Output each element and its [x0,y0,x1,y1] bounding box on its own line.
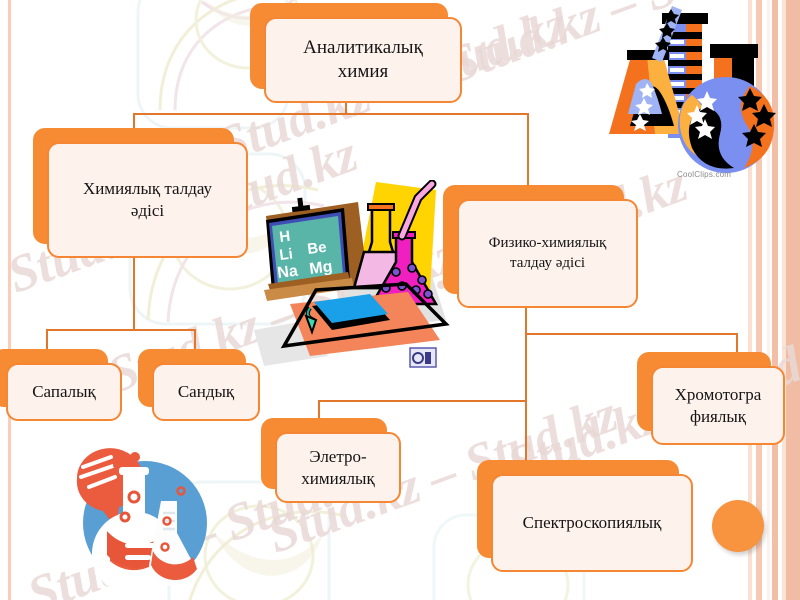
left-margin-rule [8,0,11,600]
node-label-line: Сандық [177,382,235,402]
node-label-line: Физико-химиялық [488,235,607,252]
connector-to-chroma-bus [525,333,738,335]
connector-to-electro [318,400,320,418]
node-electrochemical[interactable]: Элетро- химиялық [261,418,401,503]
svg-text:Na: Na [276,263,298,282]
node-label-line: фиялық [689,406,747,426]
node-label: Физико-химиялық талдау әдісі [457,199,638,308]
connector-to-electro-bus [318,400,527,402]
svg-text:Li: Li [278,245,293,263]
connector-to-quant [194,329,196,349]
svg-text:Mg: Mg [308,258,333,278]
node-label-line: әдісі [130,201,165,220]
connector-root-stem [345,100,347,114]
node-label: Хромотогра фиялық [651,366,785,445]
node-label-line: Спектроскопиялық [522,513,662,533]
node-label-line: Сапалық [32,382,96,402]
connector-root-bus [133,113,529,115]
node-label: Сандық [152,363,260,421]
node-label: Химиялық талдау әдісі [47,142,248,258]
svg-text:Be: Be [306,239,327,258]
connector-physchem-stem [525,308,527,468]
connector-to-chroma [736,333,738,355]
flask-flat-icon-clipart [76,448,207,590]
svg-text:H: H [278,228,291,246]
connector-to-physchem [527,113,529,208]
coolclips-credit: CoolClips.com [677,170,732,179]
lab-glassware-clipart [609,6,776,173]
connector-chem-stem [133,258,135,330]
node-qualitative[interactable]: Сапалық [0,349,122,421]
chemistry-desk-clipart: H Li Be Na Mg [254,180,450,368]
node-label: Элетро- химиялық [275,432,401,503]
node-label-line: химия [337,61,389,82]
node-root[interactable]: Аналитикалық химия [250,3,462,103]
right-edge-stripes [740,0,800,600]
node-label-line: химиялық [301,468,375,488]
node-chemical-analysis[interactable]: Химиялық талдау әдісі [33,128,248,258]
background-swirl-bottom-left [167,480,346,600]
node-label-line: Химиялық талдау [82,179,213,199]
connector-chem-bus [46,329,196,331]
node-label-line: Элетро- [309,446,367,466]
node-label: Спектроскопиялық [491,474,693,572]
node-label-line: Хромотогра [674,384,762,404]
node-physico-chemical-analysis[interactable]: Физико-химиялық талдау әдісі [443,185,638,308]
connector-to-qual [46,329,48,349]
node-label-line: талдау әдісі [509,254,586,271]
node-label: Сапалық [6,363,122,421]
node-chromatographic[interactable]: Хромотогра фиялық [637,352,785,445]
orange-circle-accent [712,500,764,552]
node-label: Аналитикалық химия [264,17,462,103]
node-label-line: Аналитикалық [303,36,423,58]
node-spectroscopic[interactable]: Спектроскопиялық [477,460,693,572]
connector-to-chem [133,113,135,133]
node-quantitative[interactable]: Сандық [138,349,260,421]
